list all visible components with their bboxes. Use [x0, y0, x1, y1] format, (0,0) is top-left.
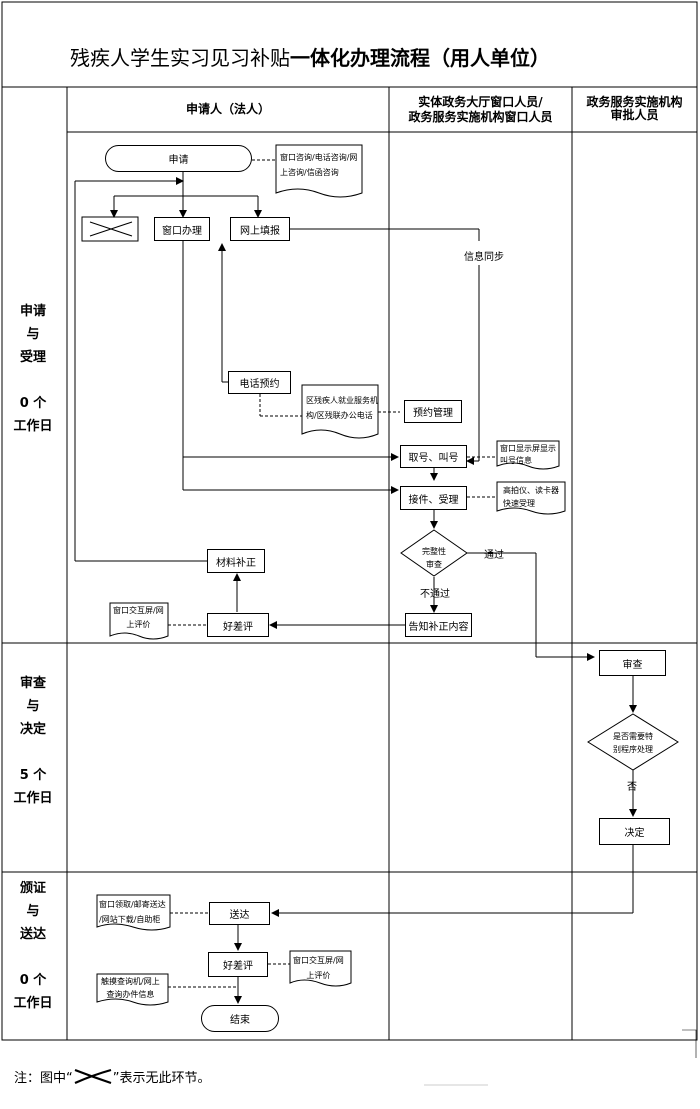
note-line: 窗口交互屏/网 [113, 606, 164, 615]
node-online-fill: 网上填报 [230, 217, 290, 241]
no-step-box [81, 216, 139, 242]
note-terminal: 窗口交互屏/网 上评价 [110, 602, 167, 634]
district-note-shape [301, 384, 379, 439]
note-line: 窗口领取/邮寄送达 [99, 900, 166, 909]
node-apply: 申请 [105, 145, 252, 172]
note-line: 触摸查询机/网上 [101, 977, 160, 986]
column-applicant: 申请人（法人） [185, 102, 270, 116]
edge-label-fail: 不通过 [420, 589, 450, 600]
note-line: 上咨询/信函咨询 [280, 168, 339, 177]
note-line: 查询办件信息 [106, 990, 155, 999]
stage-line: 与 [26, 327, 40, 342]
node-phone-booking: 电话预约 [228, 371, 291, 394]
note-scanner: 高拍仪、读卡器 快速受理 [500, 482, 562, 512]
stage-days: 5 个 [19, 768, 47, 783]
stage-days-unit: 工作日 [13, 419, 53, 434]
completeness-diamond [400, 529, 468, 577]
column-approver-line1: 政务服务实施机构 [586, 95, 683, 109]
stage-line: 申请 [19, 304, 46, 319]
title-prefix: 残疾人学生实习见习补贴 [70, 46, 290, 70]
touch-note-shape [96, 973, 169, 1006]
node-completeness: 完整性 审查 [401, 545, 467, 571]
node-decision: 决定 [599, 818, 670, 845]
edge-label-sync: 信息同步 [462, 248, 506, 263]
footnote-before: 注：图中“ [14, 1071, 73, 1086]
stage-days-unit: 工作日 [13, 791, 53, 806]
stage-line: 审查 [19, 676, 46, 691]
note-line: /网站下载/自助柜 [99, 915, 161, 924]
special-procedure-diamond [587, 713, 679, 771]
note-terminal-2: 窗口交互屏/网 上评价 [290, 951, 347, 985]
stage-line: 受理 [19, 350, 46, 365]
stage-accept: 申请 与 受理 0 个 工作日 [3, 300, 63, 438]
node-end: 结束 [201, 1005, 279, 1032]
stage-days-unit: 工作日 [13, 996, 53, 1011]
page-title: 残疾人学生实习见习补贴一体化办理流程（用人单位） [70, 42, 550, 71]
special-line: 别程序处理 [613, 745, 653, 754]
node-window-handle: 窗口办理 [154, 217, 210, 241]
footnote: 注：图中“ ”表示无此环节。 [14, 1067, 211, 1086]
stage-review: 审查 与 决定 5 个 工作日 [3, 672, 63, 810]
stage-line: 决定 [19, 722, 46, 737]
note-line: 快速受理 [503, 499, 535, 508]
note-line: 上评价 [126, 620, 151, 629]
note-screen: 窗口显示屏显示 叫号信息 [497, 441, 559, 469]
node-take-number: 取号、叫号 [400, 445, 467, 468]
terminal2-note-shape [289, 950, 352, 987]
stage-deliver: 颁证 与 送达 0 个 工作日 [3, 877, 63, 1015]
consult-note-shape [275, 144, 363, 198]
note-line: 构/区残联办公电话 [306, 411, 373, 420]
column-window-line2: 政务服务实施机构窗口人员 [408, 110, 553, 124]
completeness-line: 审查 [426, 560, 442, 569]
terminal-note-shape [109, 602, 169, 640]
scanner-note-shape [496, 481, 566, 515]
node-rating-2: 好差评 [208, 952, 268, 977]
stage-line: 颁证 [19, 881, 46, 896]
stage-line: 与 [26, 699, 40, 714]
node-rating-1: 好差评 [207, 613, 269, 637]
note-line: 窗口显示屏显示 [500, 444, 556, 453]
stage-line: 送达 [19, 927, 46, 942]
node-supplement: 材料补正 [207, 549, 265, 573]
completeness-line: 完整性 [422, 547, 446, 556]
node-review: 审查 [599, 650, 666, 676]
node-receive-accept: 接件、受理 [400, 486, 467, 510]
note-district: 区残疾人就业服务机 构/区残联办公电话 [303, 391, 381, 425]
column-window-line1: 实体政务大厅窗口人员/ [418, 95, 543, 109]
column-approver-line2: 审批人员 [610, 108, 659, 122]
note-line: 叫号信息 [500, 456, 532, 465]
note-pickup: 窗口领取/邮寄送达 /网站下载/自助柜 [96, 895, 169, 929]
note-consult: 窗口咨询/电话咨询/网 上咨询/信函咨询 [277, 148, 360, 182]
note-line: 区残疾人就业服务机 [306, 396, 378, 405]
cross-symbol-icon [74, 1068, 112, 1085]
edge-label-pass: 通过 [484, 550, 504, 561]
special-line: 是否需要特 [613, 732, 653, 741]
stage-days: 0 个 [19, 973, 47, 988]
note-line: 高拍仪、读卡器 [503, 486, 559, 495]
pickup-note-shape [96, 894, 171, 931]
outer-frame [1, 1, 698, 1041]
node-special-procedure: 是否需要特 别程序处理 [588, 730, 678, 756]
node-notify-supplement: 告知补正内容 [405, 613, 472, 637]
stage-days: 0 个 [19, 396, 47, 411]
note-line: 窗口交互屏/网 [293, 956, 344, 965]
stage-line: 与 [26, 904, 40, 919]
note-line: 上评价 [306, 971, 331, 980]
node-deliver: 送达 [209, 902, 270, 925]
footnote-after: ”表示无此环节。 [112, 1071, 211, 1086]
node-booking-mgmt: 预约管理 [404, 400, 462, 423]
note-touch: 触摸查询机/网上 查询办件信息 [98, 973, 163, 1003]
no-step-x-icon [89, 221, 133, 237]
screen-note-shape [496, 440, 560, 470]
edge-label-no: 否 [627, 782, 637, 793]
note-line: 窗口咨询/电话咨询/网 [280, 153, 358, 162]
title-bold: 一体化办理流程（用人单位） [290, 46, 550, 70]
